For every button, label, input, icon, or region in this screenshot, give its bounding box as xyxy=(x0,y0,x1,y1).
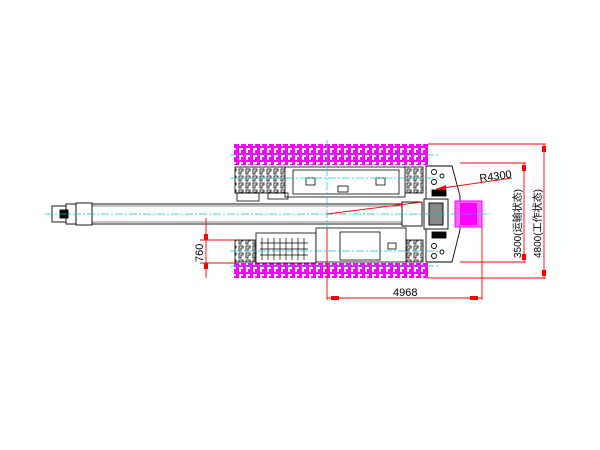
radius-label: R4300 xyxy=(479,169,513,185)
transport-width-label: 3500(运输状态) xyxy=(511,189,524,258)
working-width-label: 4800(工作状态) xyxy=(531,189,544,258)
working-track-top xyxy=(234,144,428,165)
transport-track-top xyxy=(234,166,424,202)
track-offset-label: 760 xyxy=(194,244,206,262)
transport-track-bottom xyxy=(234,227,424,264)
working-track-bottom xyxy=(234,263,428,278)
dimension-arrows xyxy=(204,146,546,300)
dimension-lines xyxy=(200,143,546,300)
length-label: 4968 xyxy=(393,287,417,299)
